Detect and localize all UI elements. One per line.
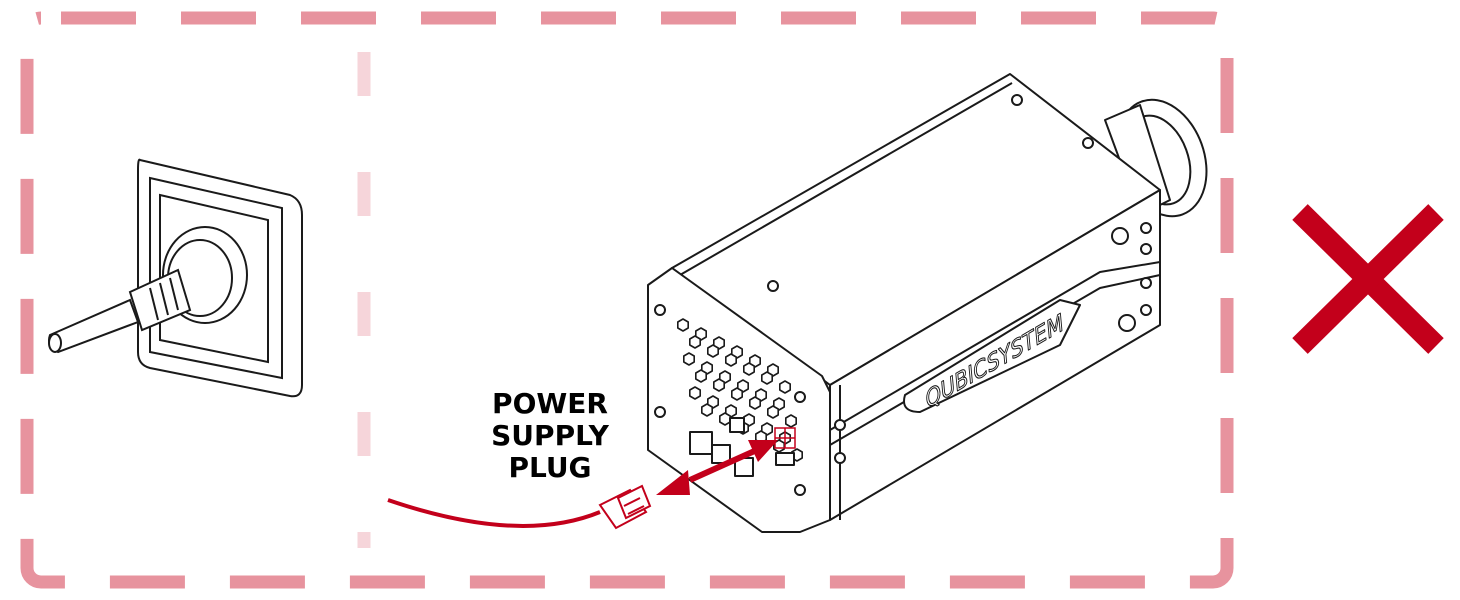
- vent-hole: [778, 380, 792, 394]
- vent-hole: [718, 412, 732, 426]
- label-line: SUPPLY: [491, 419, 609, 452]
- screws: [654, 94, 1152, 496]
- vent-hole: [724, 353, 738, 367]
- vent-hole: [694, 369, 708, 383]
- vent-hole: [784, 414, 798, 428]
- vent-hole: [766, 405, 780, 419]
- qubicsystem-device: QUBICSYSTEM: [647, 73, 1208, 533]
- wall-socket-icon: [48, 158, 303, 398]
- vent-hole: [760, 371, 774, 385]
- cross-icon: [1292, 204, 1444, 354]
- double-arrow-icon: [656, 440, 778, 495]
- dashed-frame: [20, 11, 1234, 589]
- label-line: PLUG: [508, 451, 592, 484]
- vent-hole: [706, 344, 720, 358]
- power-supply-plug-label: POWER SUPPLY PLUG: [440, 388, 660, 484]
- power-cable: [387, 484, 652, 530]
- vent-hole: [748, 396, 762, 410]
- vent-hole: [700, 403, 714, 417]
- vent-hole: [742, 362, 756, 376]
- vent-hole: [688, 386, 702, 400]
- vent-hole: [730, 387, 744, 401]
- plug-icon: [48, 268, 192, 354]
- vent-hole: [676, 318, 690, 332]
- power-plug-icon: [598, 484, 652, 530]
- vent-hole: [682, 352, 696, 366]
- label-line: POWER: [492, 387, 608, 420]
- power-socket-highlight: [774, 427, 796, 449]
- logo-plate: [903, 299, 1081, 413]
- vent-hole: [712, 378, 726, 392]
- vent-hole: [688, 335, 702, 349]
